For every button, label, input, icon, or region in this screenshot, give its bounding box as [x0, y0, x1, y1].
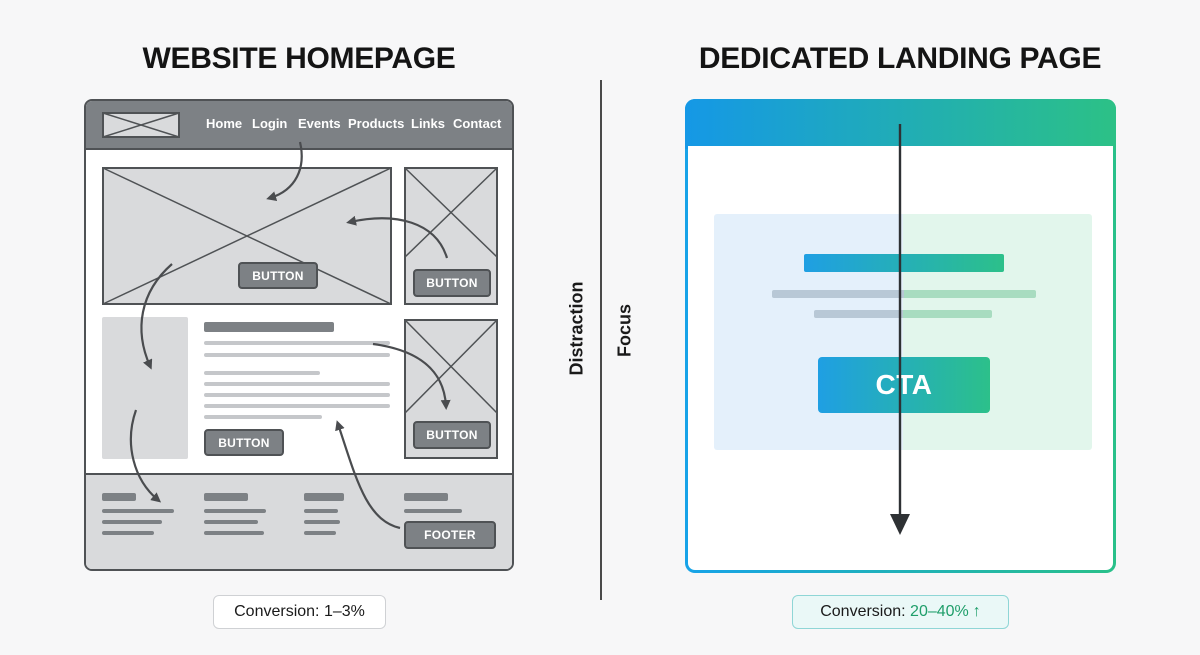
- arrow-side-to-footer: [129, 409, 162, 503]
- left-conversion-label: Conversion: 1–3%: [234, 603, 365, 620]
- nav-home[interactable]: Home: [206, 116, 243, 131]
- footer-heading: [204, 493, 248, 501]
- arrow-side-to-hero: [346, 215, 449, 259]
- arrow-text-to-button: [372, 342, 451, 410]
- logo-placeholder-icon: [102, 112, 180, 138]
- side-top-button[interactable]: BUTTON: [413, 269, 491, 297]
- right-title: DEDICATED LANDING PAGE: [698, 42, 1102, 75]
- nav-events[interactable]: Events: [298, 116, 341, 131]
- nav-login[interactable]: Login: [252, 116, 288, 131]
- footer-line: [204, 520, 258, 524]
- landing-headline-bar: [804, 254, 1004, 272]
- arrow-nav-to-hero: [266, 141, 303, 202]
- arrow-footer-to-text: [335, 420, 401, 530]
- content-line: [204, 404, 390, 408]
- footer-line: [102, 531, 154, 535]
- center-divider: [600, 80, 602, 600]
- up-arrow-icon: ↑: [972, 603, 981, 620]
- cta-button[interactable]: CTA: [818, 357, 990, 413]
- content-button[interactable]: BUTTON: [204, 429, 284, 456]
- footer-button[interactable]: FOOTER: [404, 521, 496, 549]
- content-line: [204, 353, 390, 357]
- side-bottom-button[interactable]: BUTTON: [413, 421, 491, 449]
- footer-line: [102, 520, 162, 524]
- nav-products[interactable]: Products: [348, 116, 405, 131]
- content-line: [204, 382, 390, 386]
- wireframe-header: Home Login Events Products Links Contact: [86, 101, 512, 150]
- content-line: [204, 415, 322, 419]
- footer-line: [204, 509, 266, 513]
- content-line: [204, 371, 320, 375]
- footer-line: [304, 509, 338, 513]
- landing-text-line: [814, 310, 992, 318]
- right-conversion-prefix: Conversion:: [820, 603, 911, 620]
- right-conversion-value: 20–40%: [910, 603, 969, 620]
- wireframe-footer: FOOTER: [86, 473, 512, 569]
- footer-line: [102, 509, 174, 513]
- nav-contact[interactable]: Contact: [453, 116, 502, 131]
- homepage-wireframe: Home Login Events Products Links Contact…: [84, 99, 514, 571]
- left-title: WEBSITE HOMEPAGE: [142, 42, 456, 75]
- sidebar-block: [102, 317, 188, 459]
- footer-line: [304, 531, 336, 535]
- right-conversion-badge: Conversion: 20–40% ↑: [792, 595, 1009, 629]
- content-heading-bar: [204, 322, 334, 332]
- arrow-hero-to-side: [140, 263, 173, 370]
- nav-links[interactable]: Links: [411, 116, 445, 131]
- left-conversion-badge: Conversion: 1–3%: [213, 595, 386, 629]
- footer-line: [304, 520, 340, 524]
- footer-heading: [102, 493, 136, 501]
- footer-line: [404, 509, 462, 513]
- content-line: [204, 393, 390, 397]
- landing-text-line: [772, 290, 1036, 298]
- focus-arrowhead-icon: [890, 514, 910, 535]
- footer-heading: [304, 493, 344, 501]
- content-line: [204, 341, 390, 345]
- footer-heading: [404, 493, 448, 501]
- footer-line: [204, 531, 264, 535]
- hero-button[interactable]: BUTTON: [238, 262, 318, 289]
